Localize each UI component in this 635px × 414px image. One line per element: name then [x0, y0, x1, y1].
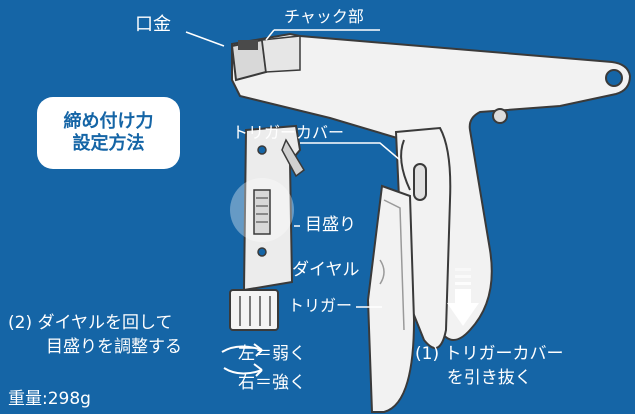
step1-line2: を引き抜く: [446, 367, 532, 388]
label-dial: ダイヤル: [292, 260, 360, 280]
label-chuck: チャック部: [284, 7, 364, 26]
pull-down-arrow: [447, 268, 479, 326]
step1-line1: (1) トリガーカバー: [415, 344, 564, 364]
title-badge-line1: 締め付け力: [63, 110, 154, 132]
rotation-arrow: [221, 343, 263, 377]
title-badge-line2: 設定方法: [72, 133, 145, 154]
direction-left: 左＝弱く: [238, 344, 306, 364]
direction-right: 右＝強く: [238, 373, 306, 393]
step1-instruction: (1) トリガーカバー を引き抜く: [415, 343, 563, 391]
label-trigger-cover: トリガーカバー: [232, 123, 345, 142]
label-trigger: トリガー: [288, 296, 353, 315]
step2-line2: 目盛りを調整する: [46, 336, 182, 357]
title-badge: 締め付け力 設定方法: [37, 97, 180, 169]
dial-mechanism: [229, 124, 305, 331]
trigger-handle: [366, 126, 452, 413]
label-scale: 目盛り: [305, 215, 356, 235]
step2-instruction: (2) ダイヤルを回して 目盛りを調整する: [8, 312, 182, 360]
label-kuchigane: 口金: [135, 14, 171, 35]
weight-label: 重量:298g: [8, 389, 91, 409]
leader-lines: [185, 29, 401, 308]
step2-line1: (2) ダイヤルを回して: [8, 313, 173, 333]
